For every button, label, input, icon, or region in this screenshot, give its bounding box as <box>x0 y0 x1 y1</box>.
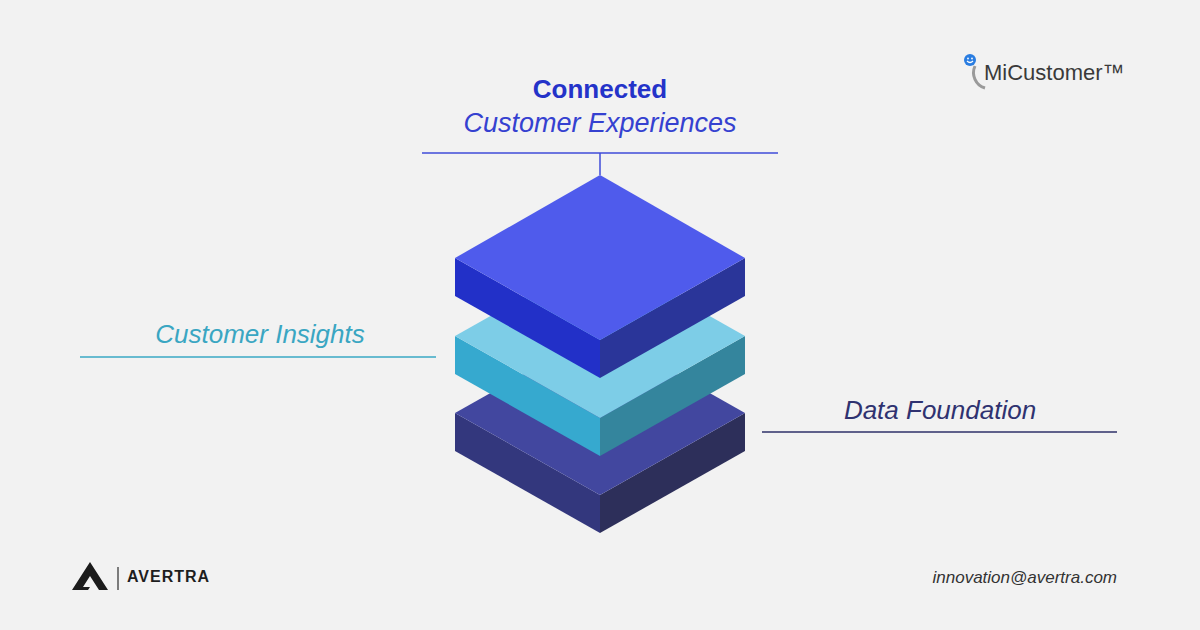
micustomer-logo-mark <box>964 54 985 88</box>
avertra-logo-mark <box>72 562 118 590</box>
leader-line <box>80 356 436 358</box>
layer-label: Data Foundation <box>844 397 1036 423</box>
contact-email: innovation@avertra.com <box>932 569 1117 586</box>
layer-top <box>455 175 745 340</box>
logo-eye <box>971 58 973 60</box>
logo-dot <box>964 54 976 66</box>
brand-name: MiCustomer™ <box>984 62 1125 84</box>
customer-experiences-layer <box>455 175 745 378</box>
logo-smile <box>967 61 973 63</box>
logo-arc <box>974 66 985 88</box>
logo-eye <box>967 58 969 60</box>
layer-label: Customer Insights <box>155 321 365 347</box>
company-name: AVERTRA <box>127 569 210 585</box>
heading-bold: Connected <box>533 76 667 102</box>
heading-italic: Customer Experiences <box>463 110 736 137</box>
leader-line <box>599 153 601 175</box>
logo-triangle <box>72 562 108 590</box>
logo-divider <box>117 567 119 590</box>
leader-line <box>762 431 1117 433</box>
